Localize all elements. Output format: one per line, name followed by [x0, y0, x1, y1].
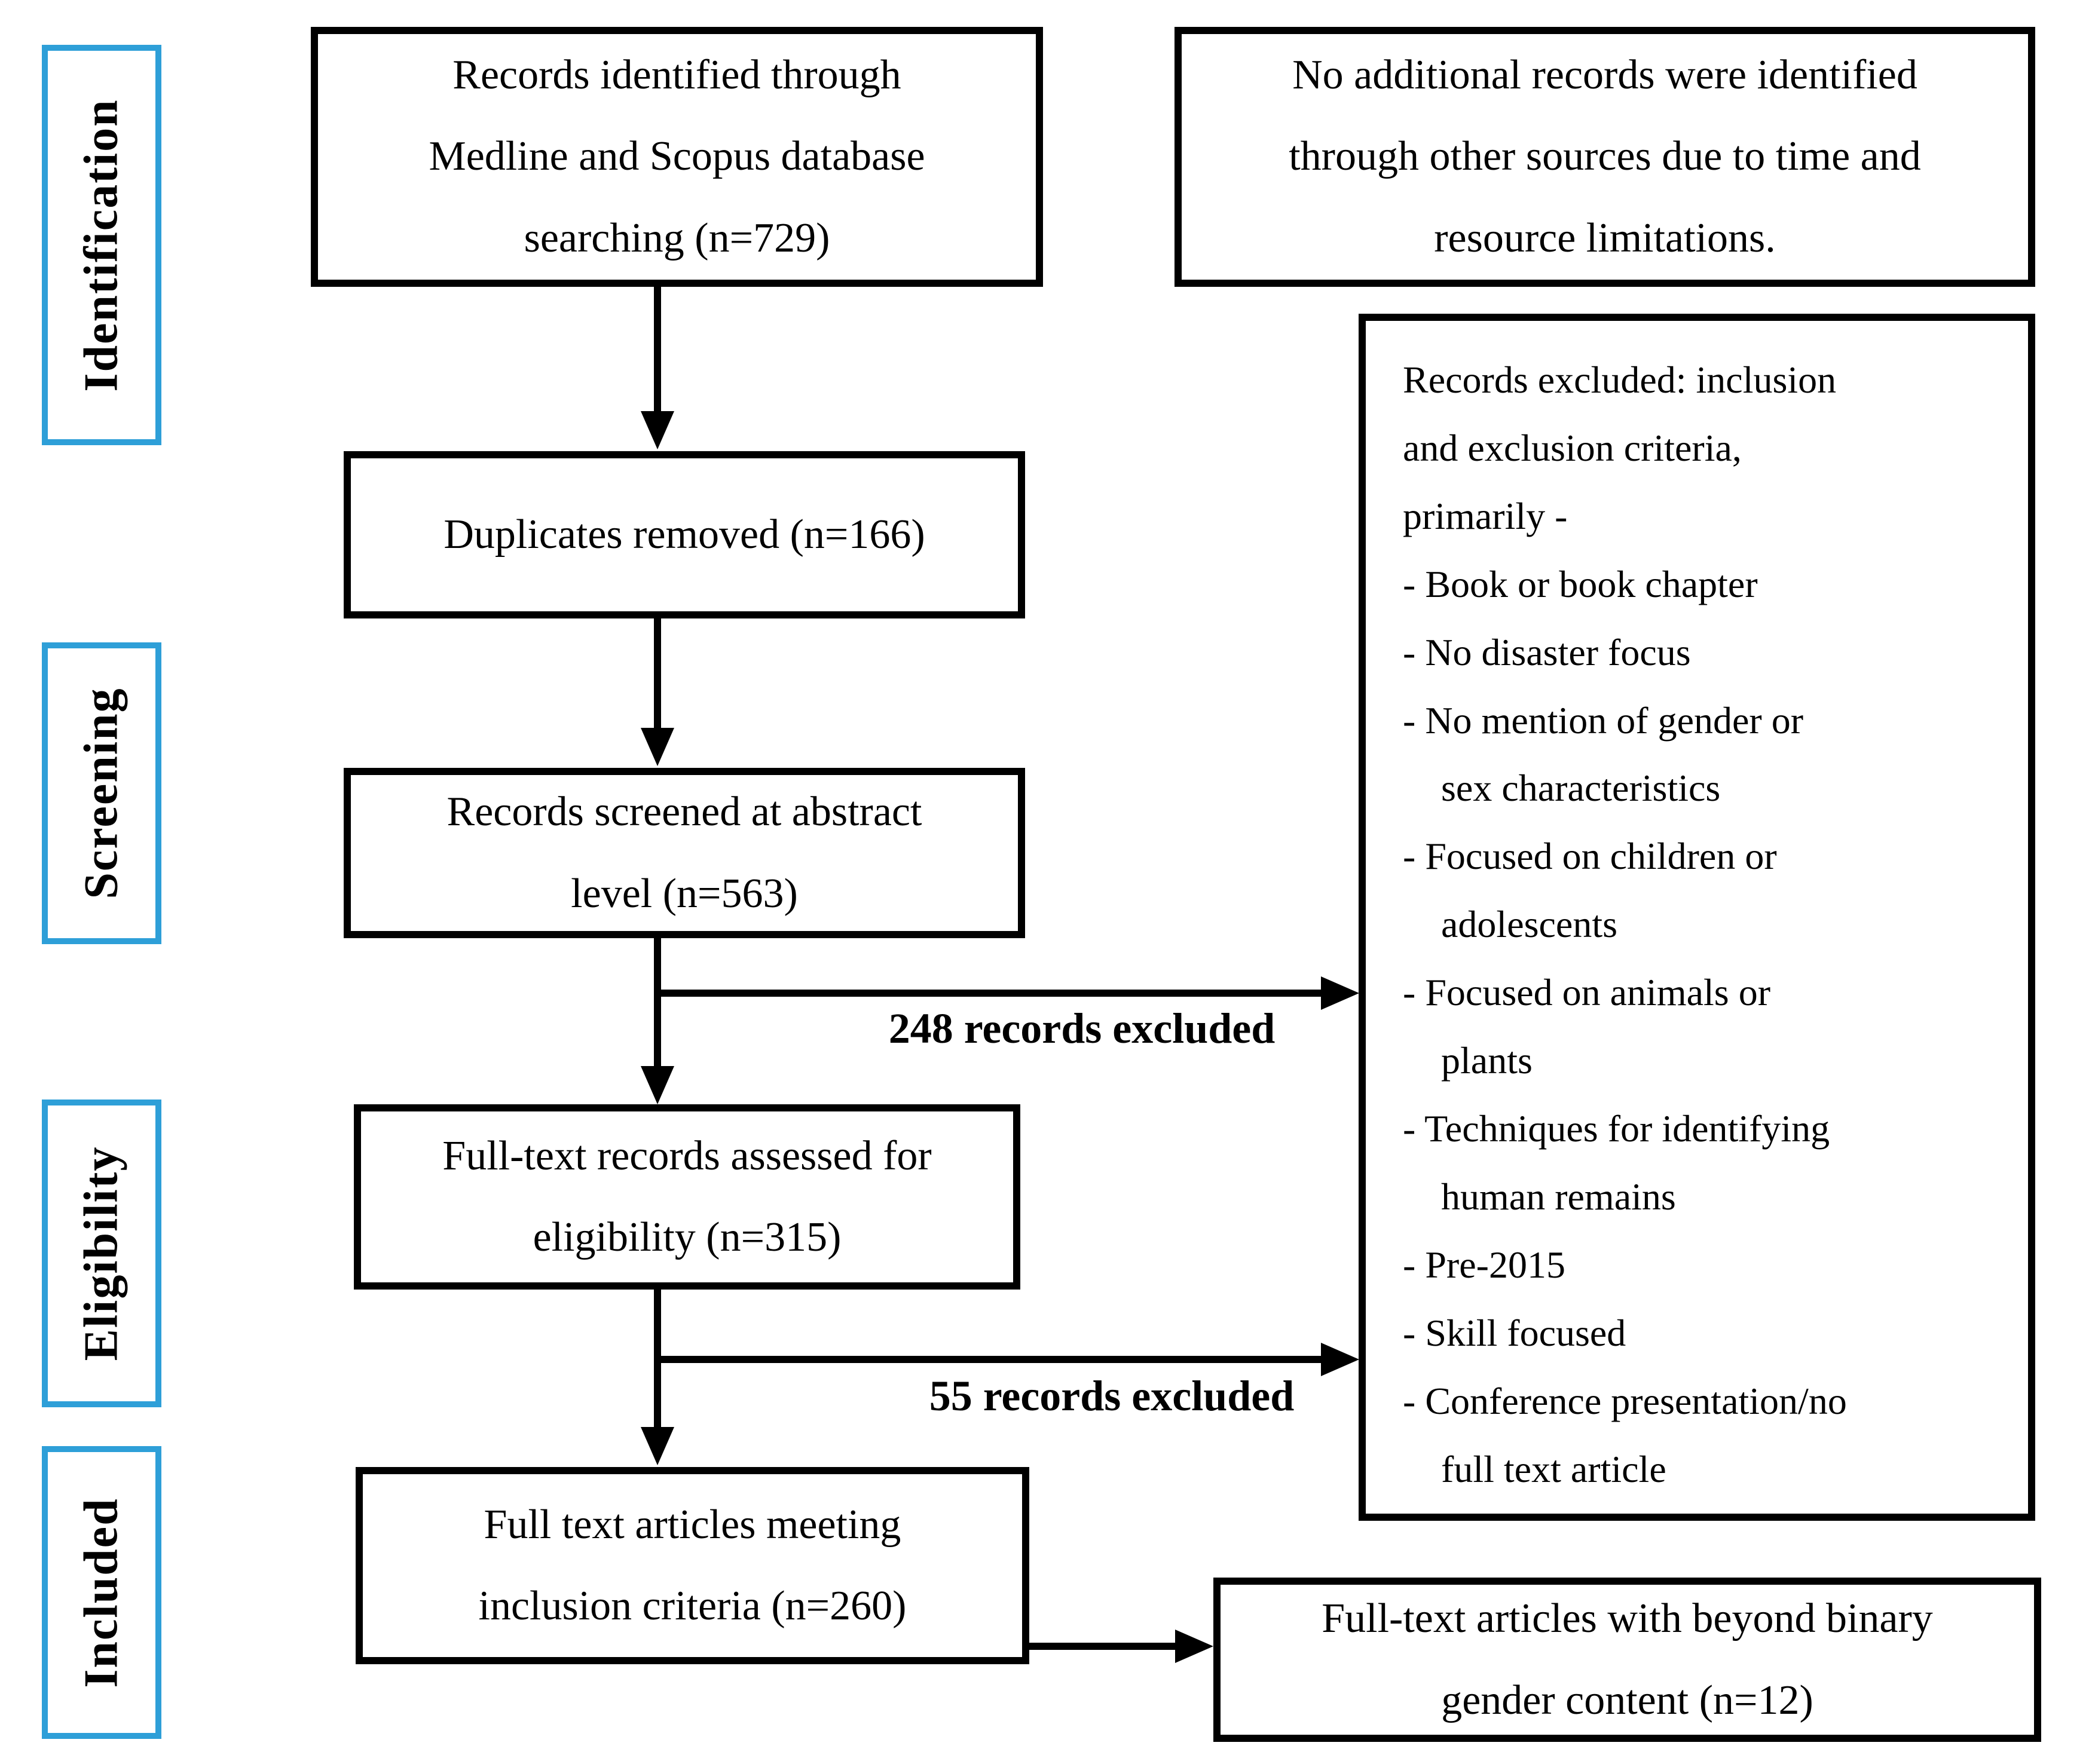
- stage-box-eligibility: Eligibility: [42, 1100, 161, 1407]
- exclusion-reason: Focused on animals or plants: [1403, 958, 2004, 1095]
- beyond-binary-text: Full-text articles with beyond binary ge…: [1322, 1595, 1933, 1723]
- exclusion-reason: Techniques for identifying human remains: [1403, 1095, 2004, 1231]
- records-excluded-box: Records excluded: inclusion and exclusio…: [1359, 314, 2035, 1521]
- records-identified-text: Records identified through Medline and S…: [429, 51, 925, 261]
- stage-label-screening: Screening: [75, 687, 128, 899]
- no-additional-sources-box: No additional records were identified th…: [1175, 27, 2035, 287]
- arrow-screened-to-fulltext: [654, 938, 661, 1066]
- exclusion-reason: Focused on children or adolescents: [1403, 822, 2004, 958]
- meeting-inclusion-text: Full text articles meeting inclusion cri…: [478, 1501, 907, 1630]
- eligibility-excluded-count-label: 55 records excluded: [929, 1372, 1295, 1420]
- exclusion-reason: Skill focused: [1403, 1299, 2004, 1367]
- duplicates-removed-box: Duplicates removed (n=166): [344, 451, 1025, 618]
- arrow-inclusion-to-beyond-binary: [1029, 1643, 1175, 1650]
- stage-label-identification: Identification: [75, 98, 128, 392]
- stage-box-included: Included: [42, 1446, 161, 1739]
- exclusion-reason: Conference presentation/no full text art…: [1403, 1367, 2004, 1503]
- arrow-screened-to-excluded: [654, 990, 1321, 997]
- fulltext-assessed-text: Full-text records assessed for eligibili…: [442, 1132, 932, 1261]
- records-screened-text: Records screened at abstract level (n=56…: [446, 789, 922, 917]
- records-excluded-header: Records excluded: inclusion and exclusio…: [1403, 359, 1837, 537]
- arrowhead-fulltext-to-inclusion: [641, 1427, 674, 1465]
- arrowhead-inclusion-to-beyond-binary: [1175, 1630, 1213, 1663]
- arrow-fulltext-to-excluded: [654, 1356, 1321, 1363]
- arrow-duplicates-to-screened: [654, 618, 661, 728]
- meeting-inclusion-box: Full text articles meeting inclusion cri…: [356, 1467, 1029, 1664]
- exclusion-reason: Pre-2015: [1403, 1231, 2004, 1299]
- arrow-identified-to-duplicates: [654, 287, 661, 411]
- records-excluded-reason-list: Book or book chapterNo disaster focusNo …: [1403, 550, 2004, 1503]
- arrowhead-identified-to-duplicates: [641, 411, 674, 449]
- exclusion-reason: Book or book chapter: [1403, 550, 2004, 618]
- arrowhead-fulltext-to-excluded: [1321, 1343, 1359, 1376]
- no-additional-sources-text: No additional records were identified th…: [1289, 51, 1921, 261]
- arrowhead-duplicates-to-screened: [641, 728, 674, 766]
- arrowhead-screened-to-excluded: [1321, 976, 1359, 1010]
- records-screened-box: Records screened at abstract level (n=56…: [344, 768, 1025, 938]
- records-identified-box: Records identified through Medline and S…: [311, 27, 1043, 287]
- exclusion-reason: No disaster focus: [1403, 618, 2004, 687]
- stage-label-eligibility: Eligibility: [75, 1146, 128, 1361]
- screening-excluded-count-label: 248 records excluded: [888, 1004, 1276, 1052]
- stage-box-identification: Identification: [42, 45, 161, 445]
- fulltext-assessed-box: Full-text records assessed for eligibili…: [354, 1104, 1020, 1290]
- stage-box-screening: Screening: [42, 642, 161, 944]
- stage-label-included: Included: [75, 1497, 128, 1688]
- duplicates-removed-text: Duplicates removed (n=166): [444, 511, 925, 558]
- exclusion-reason: No mention of gender or sex characterist…: [1403, 687, 2004, 823]
- beyond-binary-box: Full-text articles with beyond binary ge…: [1213, 1578, 2041, 1742]
- arrowhead-screened-to-fulltext: [641, 1066, 674, 1104]
